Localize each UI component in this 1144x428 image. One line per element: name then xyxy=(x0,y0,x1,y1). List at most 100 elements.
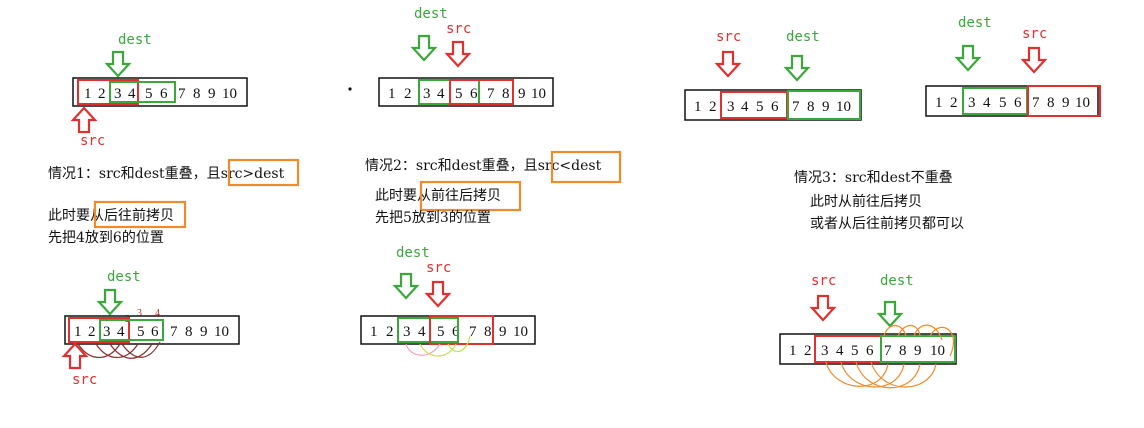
svg-text:4: 4 xyxy=(741,99,749,115)
src-range-box xyxy=(77,79,139,105)
svg-text:3: 3 xyxy=(137,308,142,319)
svg-text:7: 7 xyxy=(792,99,800,115)
dest-arrow-icon xyxy=(97,288,123,316)
case3-line2: 或者从后往前拷贝都可以 xyxy=(810,215,964,232)
svg-text:4: 4 xyxy=(117,324,125,340)
src-range-box xyxy=(449,79,514,105)
dest-arrow-icon xyxy=(877,300,903,328)
svg-text:10: 10 xyxy=(513,324,528,340)
svg-text:5: 5 xyxy=(437,324,445,340)
svg-text:4: 4 xyxy=(437,86,445,102)
src-label: src xyxy=(1022,26,1047,42)
svg-text:8: 8 xyxy=(484,324,492,340)
dest-range-box xyxy=(880,335,956,363)
svg-text:2: 2 xyxy=(386,324,394,340)
svg-text:6: 6 xyxy=(771,99,779,115)
svg-text:8: 8 xyxy=(193,86,201,102)
svg-text:6: 6 xyxy=(1014,95,1022,111)
dest-label: dest xyxy=(118,32,152,48)
svg-text:9: 9 xyxy=(518,86,526,102)
dest-arrow-icon xyxy=(411,34,437,62)
src-label: src xyxy=(80,133,105,149)
dest-range-box xyxy=(397,317,459,343)
src-arrow-icon xyxy=(445,40,471,68)
svg-text:1: 1 xyxy=(388,86,396,102)
case2-line1: 此时要从前往后拷贝 xyxy=(375,187,501,204)
svg-text:8: 8 xyxy=(502,86,510,102)
svg-text:3: 3 xyxy=(114,86,122,102)
svg-text:6: 6 xyxy=(470,86,478,102)
case1-line2: 先把4放到6的位置 xyxy=(48,230,164,246)
case3-line1: 此时从前往后拷贝 xyxy=(810,193,922,210)
svg-text:10: 10 xyxy=(222,86,237,102)
dest-label: dest xyxy=(786,29,820,45)
svg-text:1: 1 xyxy=(84,86,92,102)
svg-text:7: 7 xyxy=(170,324,178,340)
dest-arrow-icon xyxy=(955,44,981,72)
svg-text:1: 1 xyxy=(789,343,797,359)
src-range-box xyxy=(68,317,130,343)
copy-curves xyxy=(419,335,471,357)
svg-text:9: 9 xyxy=(914,343,922,359)
dest-arrow-icon xyxy=(105,50,131,78)
dest-arrow-icon xyxy=(784,54,810,82)
svg-text:10: 10 xyxy=(1075,95,1090,111)
src-arrow-icon xyxy=(715,50,741,78)
dest-range-box xyxy=(99,319,164,341)
svg-text:1: 1 xyxy=(694,99,702,115)
svg-text:9: 9 xyxy=(1062,95,1070,111)
svg-text:8: 8 xyxy=(807,99,815,115)
src-label: src xyxy=(716,29,741,45)
src-range-box xyxy=(429,315,494,345)
svg-text:6: 6 xyxy=(452,324,460,340)
case2-caption: 情况2：src和dest重叠，且src<dest xyxy=(365,158,602,174)
method-highlight-box xyxy=(419,180,522,212)
svg-text:5: 5 xyxy=(455,86,463,102)
src-arrow-icon xyxy=(71,106,97,134)
svg-text:6: 6 xyxy=(151,324,159,340)
svg-text:9: 9 xyxy=(499,324,507,340)
dest-arrow-icon xyxy=(393,272,419,300)
svg-text:3: 3 xyxy=(103,324,111,340)
svg-text:3: 3 xyxy=(727,99,735,115)
svg-text:2: 2 xyxy=(404,86,412,102)
svg-text:7: 7 xyxy=(469,324,477,340)
svg-text:2: 2 xyxy=(709,99,717,115)
svg-text:4: 4 xyxy=(155,308,160,319)
svg-text:2: 2 xyxy=(804,343,812,359)
svg-text:2: 2 xyxy=(98,86,106,102)
svg-text:3: 3 xyxy=(423,86,431,102)
svg-text:9: 9 xyxy=(822,99,830,115)
dest-label: dest xyxy=(414,6,448,22)
src-arrow-icon xyxy=(810,294,836,322)
svg-text:10: 10 xyxy=(214,324,229,340)
caption-highlight-box xyxy=(227,158,300,187)
src-label: src xyxy=(446,21,471,37)
svg-text:8: 8 xyxy=(185,324,193,340)
svg-text:1: 1 xyxy=(370,324,378,340)
src-range-box xyxy=(1027,85,1101,117)
dest-label: dest xyxy=(107,269,141,285)
svg-text:8: 8 xyxy=(899,343,907,359)
svg-text:7: 7 xyxy=(884,343,892,359)
svg-text:7: 7 xyxy=(178,86,186,102)
svg-text:2: 2 xyxy=(950,95,958,111)
svg-text:5: 5 xyxy=(999,95,1007,111)
src-label: src xyxy=(811,273,836,289)
svg-text:6: 6 xyxy=(160,86,168,102)
case2-line2: 先把5放到3的位置 xyxy=(375,210,491,226)
svg-text:5: 5 xyxy=(137,324,145,340)
copy-curves xyxy=(825,324,955,389)
svg-text:1: 1 xyxy=(74,324,82,340)
copy-curves xyxy=(77,341,161,359)
method-highlight-box xyxy=(93,200,187,229)
dest-label: dest xyxy=(396,245,430,261)
